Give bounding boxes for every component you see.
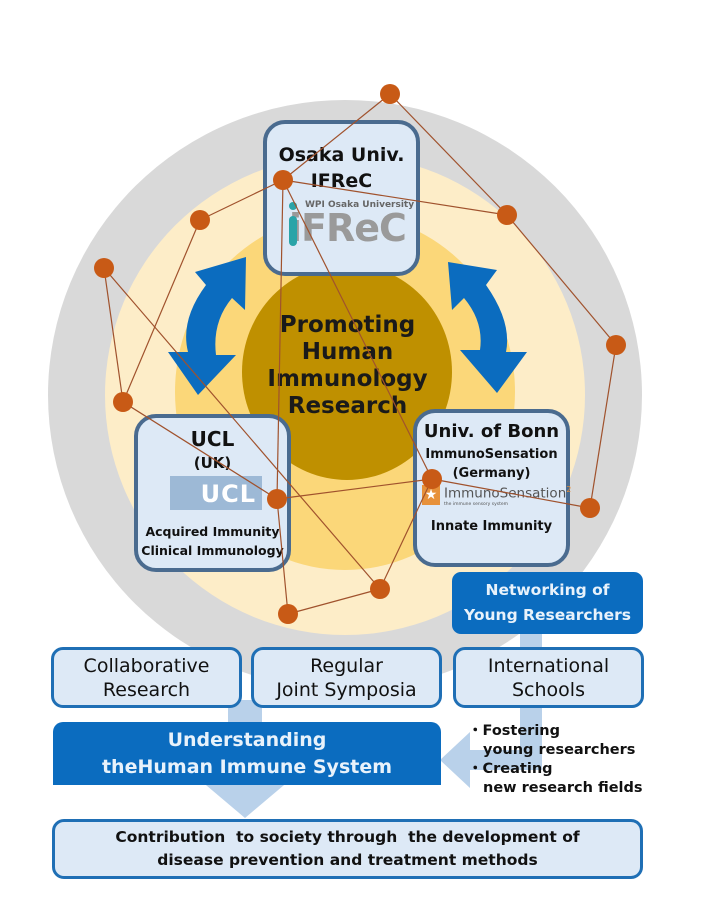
bonn-title: Univ. of Bonn	[423, 421, 560, 442]
ifrec-logo-dot-icon	[289, 202, 297, 210]
activity-line-1: International	[487, 654, 610, 677]
immunosensation-logo: ★ ImmunoSensation2 the immune sensory sy…	[417, 485, 571, 511]
contribution-line-2: disease prevention and treatment methods	[157, 851, 538, 869]
outcome-line-2: young researchers	[483, 742, 636, 758]
ucl-logo: UCL	[170, 476, 262, 510]
immunosensation-logo-text: ImmunoSensation2	[444, 485, 571, 502]
center-line: Promoting	[279, 312, 416, 338]
immunosensation-tagline: the immune sensory system	[444, 502, 509, 507]
outcomes-list: ・Fostering young researchers ・Creating n…	[468, 722, 643, 798]
outcome-line-2: new research fields	[483, 780, 643, 796]
ifrec-logo-bar-icon	[289, 216, 297, 246]
exchange-arrow-right	[448, 262, 527, 393]
bonn-country: (Germany)	[452, 466, 531, 481]
understanding-line-1: Understanding	[167, 729, 327, 751]
outcome-line-1: Fostering	[482, 723, 561, 739]
activity-line-2: Joint Symposia	[276, 678, 417, 701]
bonn-program: ImmunoSensation	[425, 447, 558, 462]
understanding-box: Understanding theHuman Immune System	[53, 722, 441, 785]
osaka-subtitle: IFReC	[310, 170, 373, 192]
flow-arrow-schools-shaft	[520, 628, 542, 652]
outcome-item: ・Creating new research fields	[468, 760, 643, 798]
activity-line-2: Schools	[512, 678, 585, 701]
flow-arrow-schools-return	[440, 705, 542, 788]
ucl-logo-text: UCL	[200, 480, 256, 508]
ucl-focus-2: Clinical Immunology	[141, 543, 284, 558]
activity-collaborative-research: Collaborative Research	[51, 647, 242, 708]
bullet: ・	[468, 761, 483, 777]
ucl-focus-1: Acquired Immunity	[145, 524, 280, 539]
activity-joint-symposia: Regular Joint Symposia	[251, 647, 442, 708]
center-title: Promoting Human Immunology Research	[240, 312, 455, 420]
understanding-line-2: theHuman Immune System	[101, 756, 393, 778]
center-line: Human	[301, 339, 394, 365]
ucl-country: (UK)	[193, 454, 232, 472]
ifrec-logo: WPI Osaka University iFReC	[267, 200, 416, 250]
bullet: ・	[468, 723, 483, 739]
networking-box: Networking of Young Researchers	[452, 572, 643, 634]
activity-line-2: Research	[102, 678, 191, 701]
networking-line-1: Networking of	[485, 581, 610, 599]
activity-international-schools: International Schools	[453, 647, 644, 708]
bonn-focus: Innate Immunity	[430, 519, 553, 534]
center-line: Immunology	[267, 366, 428, 392]
ucl-title: UCL	[190, 427, 235, 451]
ifrec-logo-main: iFReC	[289, 206, 407, 250]
activity-line-1: Collaborative	[83, 654, 210, 677]
immunosensation-logo-main: ImmunoSensation	[444, 485, 567, 502]
contribution-box: Contribution to society through the deve…	[52, 819, 643, 879]
institution-bonn: Univ. of Bonn ImmunoSensation (Germany) …	[413, 409, 571, 567]
activity-line-1: Regular	[310, 654, 383, 677]
networking-line-2: Young Researchers	[464, 606, 631, 624]
immunosensation-logo-sup: 2	[566, 485, 572, 494]
flow-arrow-understanding-down	[200, 780, 290, 818]
star-logo-icon: ★	[422, 485, 440, 505]
osaka-title: Osaka Univ.	[278, 144, 405, 166]
outcome-item: ・Fostering young researchers	[468, 722, 643, 760]
outcome-line-1: Creating	[482, 761, 553, 777]
institution-ucl: UCL (UK) UCL Acquired Immunity Clinical …	[134, 414, 291, 572]
institution-osaka: Osaka Univ. IFReC WPI Osaka University i…	[263, 120, 420, 276]
contribution-line-1: Contribution to society through the deve…	[115, 828, 580, 846]
